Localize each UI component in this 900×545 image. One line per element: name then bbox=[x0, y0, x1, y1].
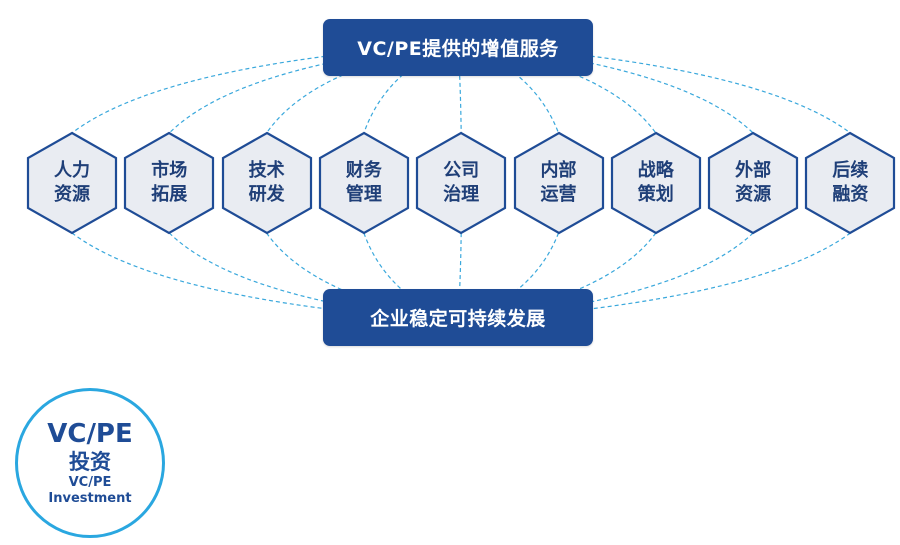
hexagon-label-line2: 资源 bbox=[735, 184, 772, 205]
connector-bottom-8 bbox=[513, 232, 851, 318]
sustainable-development-title: 企业稳定可持续发展 bbox=[370, 308, 546, 330]
value-added-services-title: VC/PE提供的增值服务 bbox=[357, 38, 559, 60]
hexagon-label-line2: 运营 bbox=[540, 184, 577, 205]
hexagon-label-line2: 策划 bbox=[637, 184, 674, 205]
hexagon-label-line1: 后续 bbox=[832, 160, 869, 181]
hexagon-strategic-planning: 战略策划 bbox=[610, 131, 702, 235]
hexagon-label-line1: 市场 bbox=[151, 160, 188, 181]
value-added-services-box: VC/PE提供的增值服务 bbox=[323, 19, 593, 76]
hexagon-market-expansion: 市场拓展 bbox=[123, 131, 215, 235]
hexagon-follow-on-financing: 后续融资 bbox=[804, 131, 896, 235]
connector-bottom-3 bbox=[363, 232, 445, 318]
hexagon-label-line1: 财务 bbox=[345, 160, 382, 181]
hexagon-corporate-governance: 公司治理 bbox=[415, 131, 507, 235]
badge-line3: VC/PE bbox=[68, 475, 112, 490]
hexagon-label-line2: 治理 bbox=[443, 184, 480, 205]
connector-top-4 bbox=[457, 47, 462, 134]
hexagon-label-line1: 战略 bbox=[637, 160, 674, 181]
hexagon-internal-operations: 内部运营 bbox=[513, 131, 605, 235]
badge-line4: Investment bbox=[48, 491, 132, 506]
hexagon-financial-management: 财务管理 bbox=[318, 131, 410, 235]
hexagon-label-line1: 公司 bbox=[443, 160, 480, 181]
hexagon-human-resources: 人力资源 bbox=[26, 131, 118, 235]
hexagon-label-line2: 拓展 bbox=[151, 184, 188, 205]
hexagon-tech-rnd: 技术研发 bbox=[221, 131, 313, 235]
hexagon-label-line2: 研发 bbox=[248, 184, 285, 205]
badge-line2: 投资 bbox=[69, 450, 111, 474]
connector-bottom-7 bbox=[499, 232, 754, 318]
hexagon-external-resources: 外部资源 bbox=[707, 131, 799, 235]
hexagon-label-line1: 技术 bbox=[248, 160, 285, 181]
badge-line1: VC/PE bbox=[47, 419, 133, 449]
connector-top-7 bbox=[499, 47, 754, 134]
hexagon-label-line2: 资源 bbox=[54, 184, 90, 205]
hexagon-label-line1: 内部 bbox=[540, 160, 577, 181]
hexagon-label-line2: 管理 bbox=[345, 184, 382, 205]
sustainable-development-box: 企业稳定可持续发展 bbox=[323, 289, 593, 346]
hexagon-label-line1: 外部 bbox=[735, 160, 772, 181]
connector-bottom-2 bbox=[266, 232, 431, 318]
hexagon-label-line2: 融资 bbox=[832, 184, 869, 205]
hexagon-label-line1: 人力 bbox=[54, 160, 90, 181]
vcpe-investment-badge: VC/PE 投资 VC/PE Investment bbox=[15, 388, 165, 538]
